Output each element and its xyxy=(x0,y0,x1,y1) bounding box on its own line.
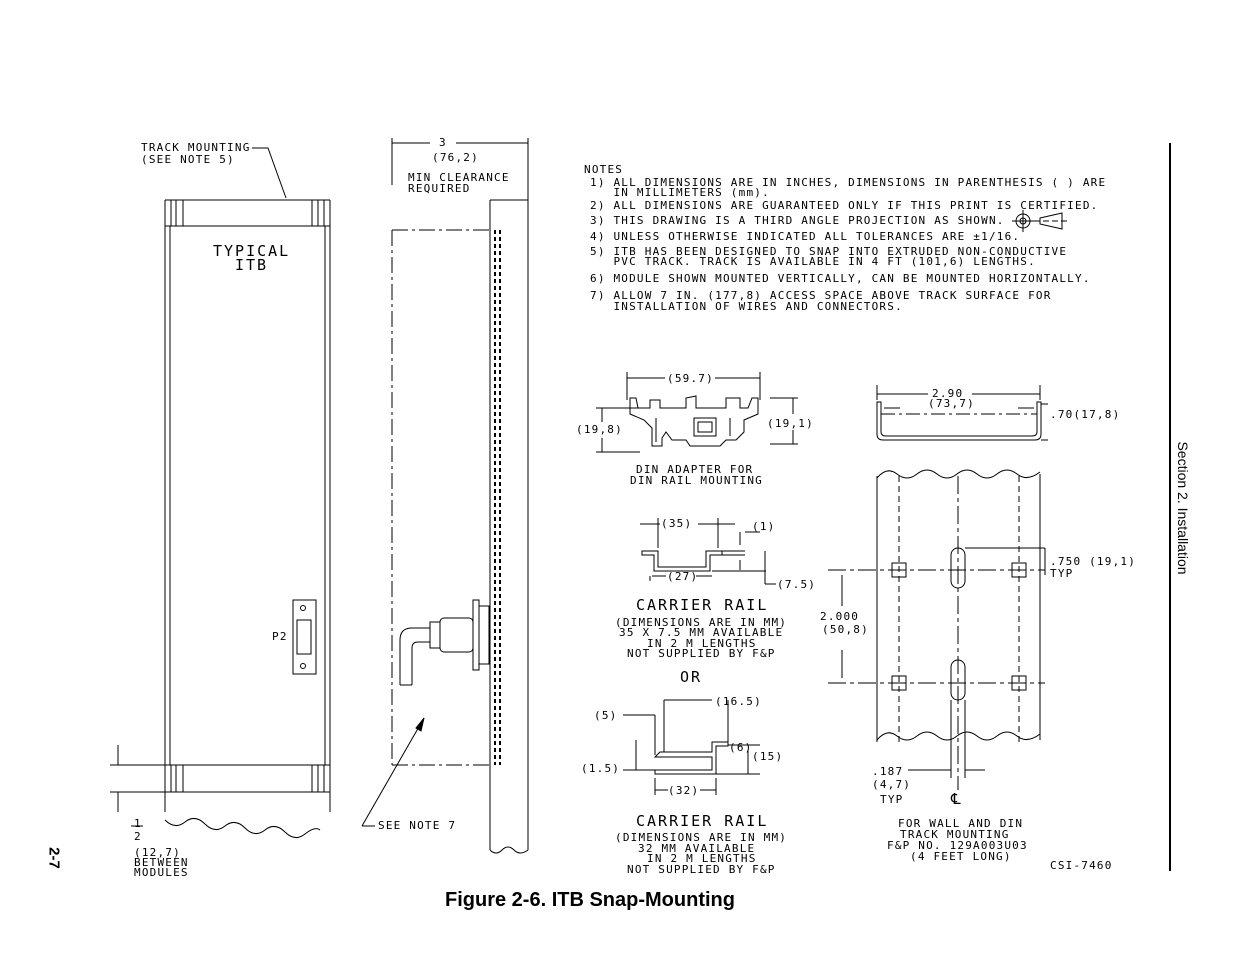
section-divider-rule xyxy=(1169,143,1171,871)
note-2: 2) ALL DIMENSIONS ARE GUARANTEED ONLY IF… xyxy=(590,199,1099,212)
slot-mm: (4,7) xyxy=(872,778,912,791)
note-6: 6) MODULE SHOWN MOUNTED VERTICALLY, CAN … xyxy=(590,272,1091,285)
din-adapter-drawing xyxy=(596,372,798,453)
module-label-1: TYPICAL xyxy=(213,242,291,260)
slot-typ: TYP xyxy=(880,793,904,806)
note-7-line-2: INSTALLATION OF WIRES AND CONNECTORS. xyxy=(590,300,903,313)
front-view-module xyxy=(110,147,331,838)
din-width-dim: (59.7) xyxy=(667,372,714,385)
connector-p2-label: P2 xyxy=(272,630,288,643)
rail35-line-4: NOT SUPPLIED BY F&P xyxy=(627,647,776,660)
track-label-1: FOR WALL AND DIN xyxy=(898,817,1024,830)
rail35-title: CARRIER RAIL xyxy=(636,596,769,614)
rail32-line-1: (DIMENSIONS ARE IN MM) xyxy=(615,831,788,844)
track-label-4: (4 FEET LONG) xyxy=(910,850,1012,863)
centerline-symbol: ℄ xyxy=(951,790,963,808)
track-width-dim: 2.90 xyxy=(932,387,964,400)
spacing-frac-num: 1 xyxy=(134,817,142,830)
projection-symbol xyxy=(1012,210,1070,232)
side-view-module xyxy=(361,138,529,854)
hole-offset-typ: TYP xyxy=(1050,567,1074,580)
clearance-label-1: MIN CLEARANCE xyxy=(408,171,510,184)
rail35-dim-depth: (7.5) xyxy=(777,578,817,591)
rail32-dim-bottom: (32) xyxy=(668,784,700,797)
rail32-line-3: IN 2 M LENGTHS xyxy=(647,852,757,865)
note-1-line-2: IN MILLIMETERS (mm). xyxy=(590,186,770,199)
clearance-value: 3 xyxy=(439,136,447,149)
track-label-3: F&P NO. 129A003U03 xyxy=(887,839,1028,852)
spacing-mm: (12,7) xyxy=(134,846,181,859)
track-section-drawing xyxy=(876,385,1048,441)
clearance-mm: (76,2) xyxy=(432,151,479,164)
or-label: OR xyxy=(680,668,703,686)
track-front-drawing xyxy=(828,469,1046,790)
slot-dim: .187 xyxy=(872,765,904,778)
notes-title: NOTES xyxy=(584,163,624,176)
pitch-dim: 2.000 xyxy=(820,610,860,623)
rail35-dim-top: (35) xyxy=(661,517,693,530)
rail35-dim-right: (1) xyxy=(752,520,776,533)
pitch-mm: (50,8) xyxy=(822,623,869,636)
page-number: 2-7 xyxy=(45,847,63,869)
spacing-modules: MODULES xyxy=(134,866,189,879)
rail32-dim-top: (16.5) xyxy=(715,695,762,708)
track-mounting-label-1: TRACK MOUNTING xyxy=(141,141,251,154)
carrier-rail-35-drawing xyxy=(640,518,776,585)
see-note-7-label: SEE NOTE 7 xyxy=(378,819,457,832)
note-5-line-2: PVC TRACK. TRACK IS AVAILABLE IN 4 FT (1… xyxy=(590,255,1036,268)
track-mounting-label-2: (SEE NOTE 5) xyxy=(141,153,235,166)
rail32-dim-thick: (1.5) xyxy=(581,762,621,775)
rail35-dim-bottom: (27) xyxy=(667,570,699,583)
note-3: 3) THIS DRAWING IS A THIRD ANGLE PROJECT… xyxy=(590,214,1005,227)
rail32-dim-step: (6) xyxy=(729,741,753,754)
carrier-rail-32-drawing xyxy=(623,699,760,795)
rail32-line-2: 32 MM AVAILABLE xyxy=(638,842,756,855)
din-label-2: DIN RAIL MOUNTING xyxy=(630,474,763,487)
rail32-dim-lip: (5) xyxy=(594,709,618,722)
rail35-line-2: 35 X 7.5 MM AVAILABLE xyxy=(619,626,784,639)
note-7-line-1: 7) ALLOW 7 IN. (177,8) ACCESS SPACE ABOV… xyxy=(590,289,1052,302)
din-label-1: DIN ADAPTER FOR xyxy=(636,463,754,476)
rail32-line-4: NOT SUPPLIED BY F&P xyxy=(627,863,776,876)
hole-offset-dim: .750 (19,1) xyxy=(1050,555,1137,568)
rail35-line-3: IN 2 M LENGTHS xyxy=(647,637,757,650)
spacing-between: BETWEEN xyxy=(134,856,189,869)
spacing-frac-den: 2 xyxy=(134,830,142,843)
rail35-line-1: (DIMENSIONS ARE IN MM) xyxy=(615,616,788,629)
note-4: 4) UNLESS OTHERWISE INDICATED ALL TOLERA… xyxy=(590,230,1021,243)
note-1-line-1: 1) ALL DIMENSIONS ARE IN INCHES, DIMENSI… xyxy=(590,176,1107,189)
track-label-2: TRACK MOUNTING xyxy=(900,828,1010,841)
drawing-number: CSI-7460 xyxy=(1050,859,1113,872)
din-height-left-dim: (19,8) xyxy=(576,423,623,436)
rail32-dim-height: (15) xyxy=(752,750,784,763)
section-header: Section 2. Installation xyxy=(1175,441,1191,575)
note-5-line-1: 5) ITB HAS BEEN DESIGNED TO SNAP INTO EX… xyxy=(590,245,1068,258)
track-height-dim: .70(17,8) xyxy=(1050,408,1121,421)
figure-caption: Figure 2-6. ITB Snap-Mounting xyxy=(445,889,735,911)
clearance-label-2: REQUIRED xyxy=(408,182,471,195)
rail32-title: CARRIER RAIL xyxy=(636,812,769,830)
module-label-2: ITB xyxy=(235,256,269,274)
track-width-mm: (73,7) xyxy=(928,397,975,410)
din-height-right-dim: (19,1) xyxy=(767,417,814,430)
